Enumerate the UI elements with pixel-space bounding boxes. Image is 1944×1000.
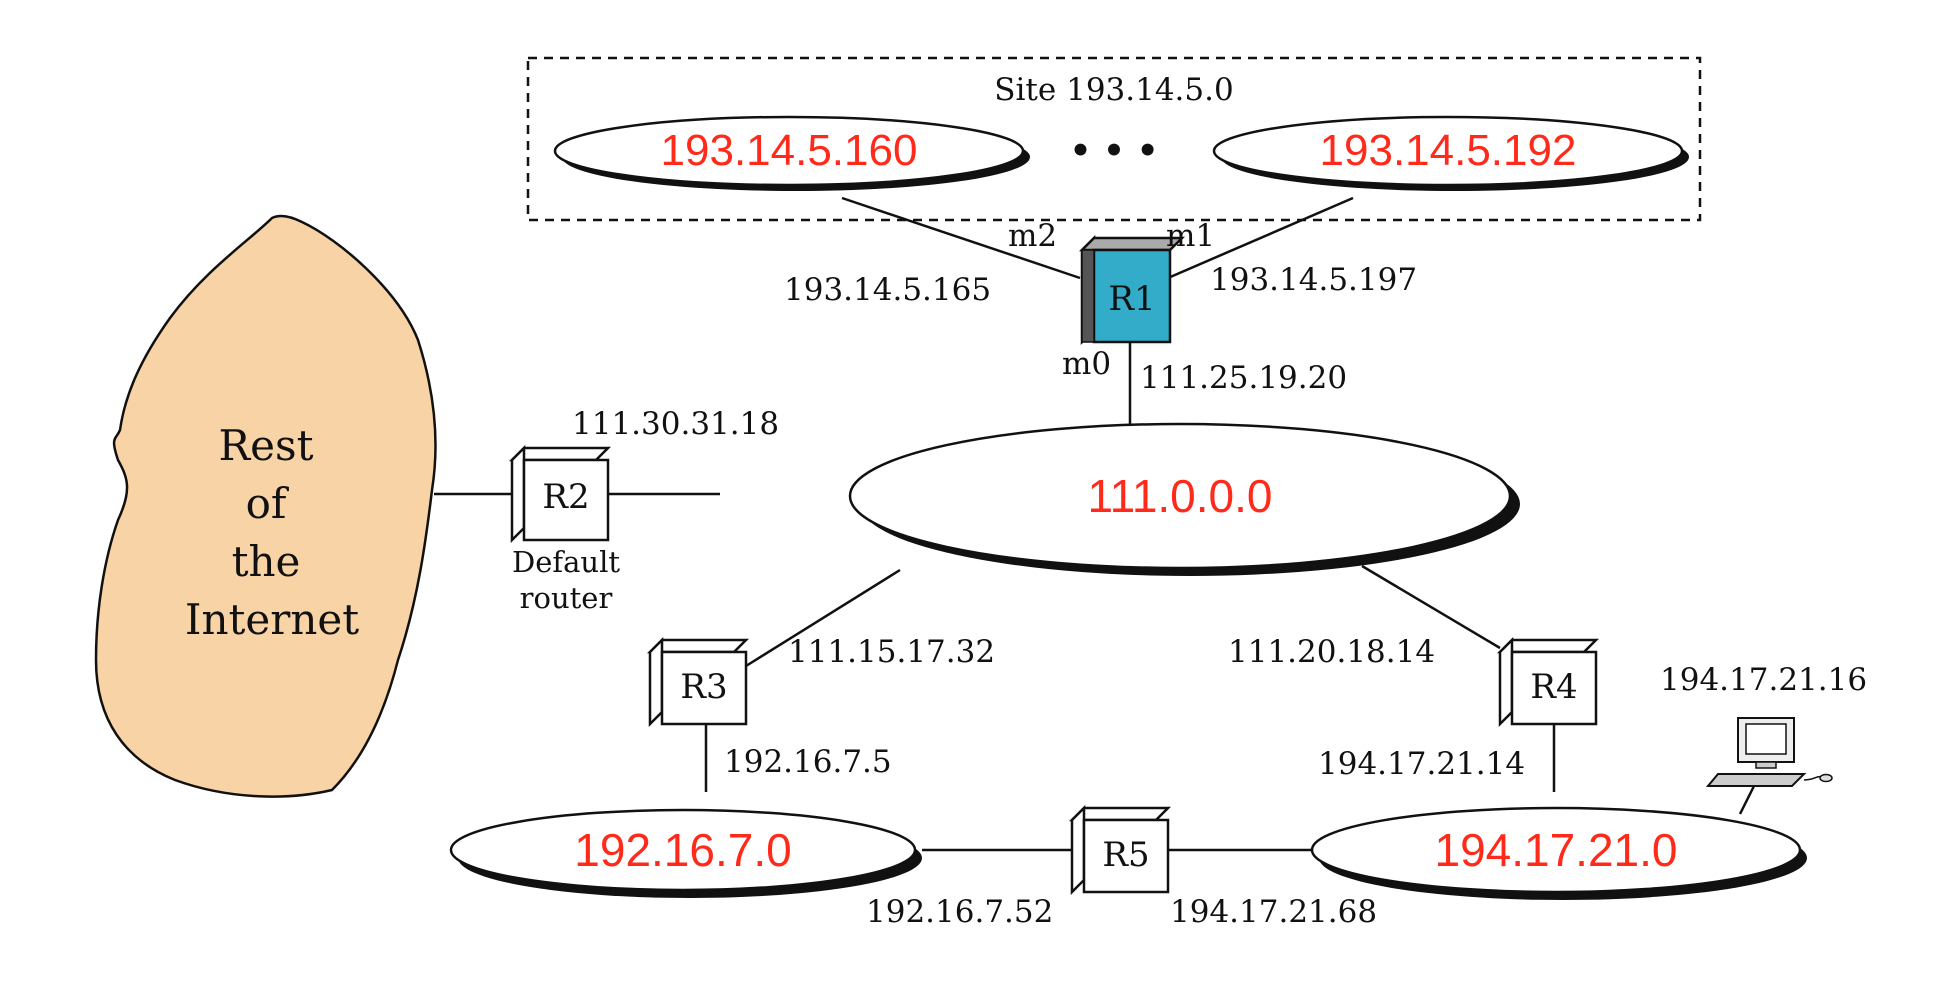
address-111-30-31-18: 111.30.31.18 xyxy=(572,406,779,442)
computer-icon xyxy=(1705,717,1833,787)
interface-m1: m1 xyxy=(1166,218,1215,254)
network-194-17-21-0-label: 194.17.21.0 xyxy=(1434,824,1677,876)
interface-m0: m0 xyxy=(1062,346,1111,382)
router-r2-caption-line1: Default xyxy=(512,545,620,579)
network-193-14-5-192-label: 193.14.5.192 xyxy=(1320,126,1577,175)
router-r5: R5 xyxy=(1068,804,1172,896)
address-193-14-5-197: 193.14.5.197 xyxy=(1210,262,1417,298)
router-r2-caption-line2: router xyxy=(520,581,613,615)
address-194-17-21-14: 194.17.21.14 xyxy=(1318,746,1525,782)
address-193-14-5-165: 193.14.5.165 xyxy=(784,272,991,308)
router-r3-label: R3 xyxy=(680,667,727,707)
address-194-17-21-16: 194.17.21.16 xyxy=(1660,662,1867,698)
address-192-16-7-52: 192.16.7.52 xyxy=(866,894,1053,930)
site-boundary xyxy=(526,56,1702,222)
site-label: Site 193.14.5.0 xyxy=(994,72,1233,108)
address-192-16-7-5: 192.16.7.5 xyxy=(724,744,892,780)
router-r1: R1 xyxy=(1078,234,1186,346)
address-111-25-19-20: 111.25.19.20 xyxy=(1140,360,1347,396)
router-r4-label: R4 xyxy=(1530,667,1577,707)
router-r4: R4 xyxy=(1496,636,1600,728)
network-193-14-5-192: 193.14.5.192 xyxy=(1212,115,1689,191)
network-111-0-0-0: 111.0.0.0 xyxy=(848,422,1520,576)
cloud-text-line2: of xyxy=(246,479,290,528)
site-ellipsis: • • • xyxy=(1070,131,1159,171)
network-193-14-5-160-label: 193.14.5.160 xyxy=(661,126,918,175)
interface-m2: m2 xyxy=(1008,218,1057,254)
internet-cloud: Rest of the Internet xyxy=(94,214,437,798)
router-r1-label: R1 xyxy=(1108,279,1155,319)
router-r3: R3 xyxy=(646,636,750,728)
network-193-14-5-160: 193.14.5.160 xyxy=(553,115,1030,191)
cloud-text-line4: Internet xyxy=(185,595,359,644)
address-194-17-21-68: 194.17.21.68 xyxy=(1170,894,1377,930)
address-111-15-17-32: 111.15.17.32 xyxy=(788,634,995,670)
network-194-17-21-0: 194.17.21.0 xyxy=(1310,806,1807,900)
address-111-20-18-14: 111.20.18.14 xyxy=(1228,634,1435,670)
cloud-text-line3: the xyxy=(232,537,301,586)
network-111-0-0-0-label: 111.0.0.0 xyxy=(1087,470,1272,522)
network-192-16-7-0-label: 192.16.7.0 xyxy=(574,824,791,876)
router-r5-label: R5 xyxy=(1102,835,1149,875)
router-r2: R2 xyxy=(508,444,612,544)
router-r2-label: R2 xyxy=(542,477,589,517)
network-192-16-7-0: 192.16.7.0 xyxy=(449,808,922,898)
cloud-text-line1: Rest xyxy=(219,421,314,470)
